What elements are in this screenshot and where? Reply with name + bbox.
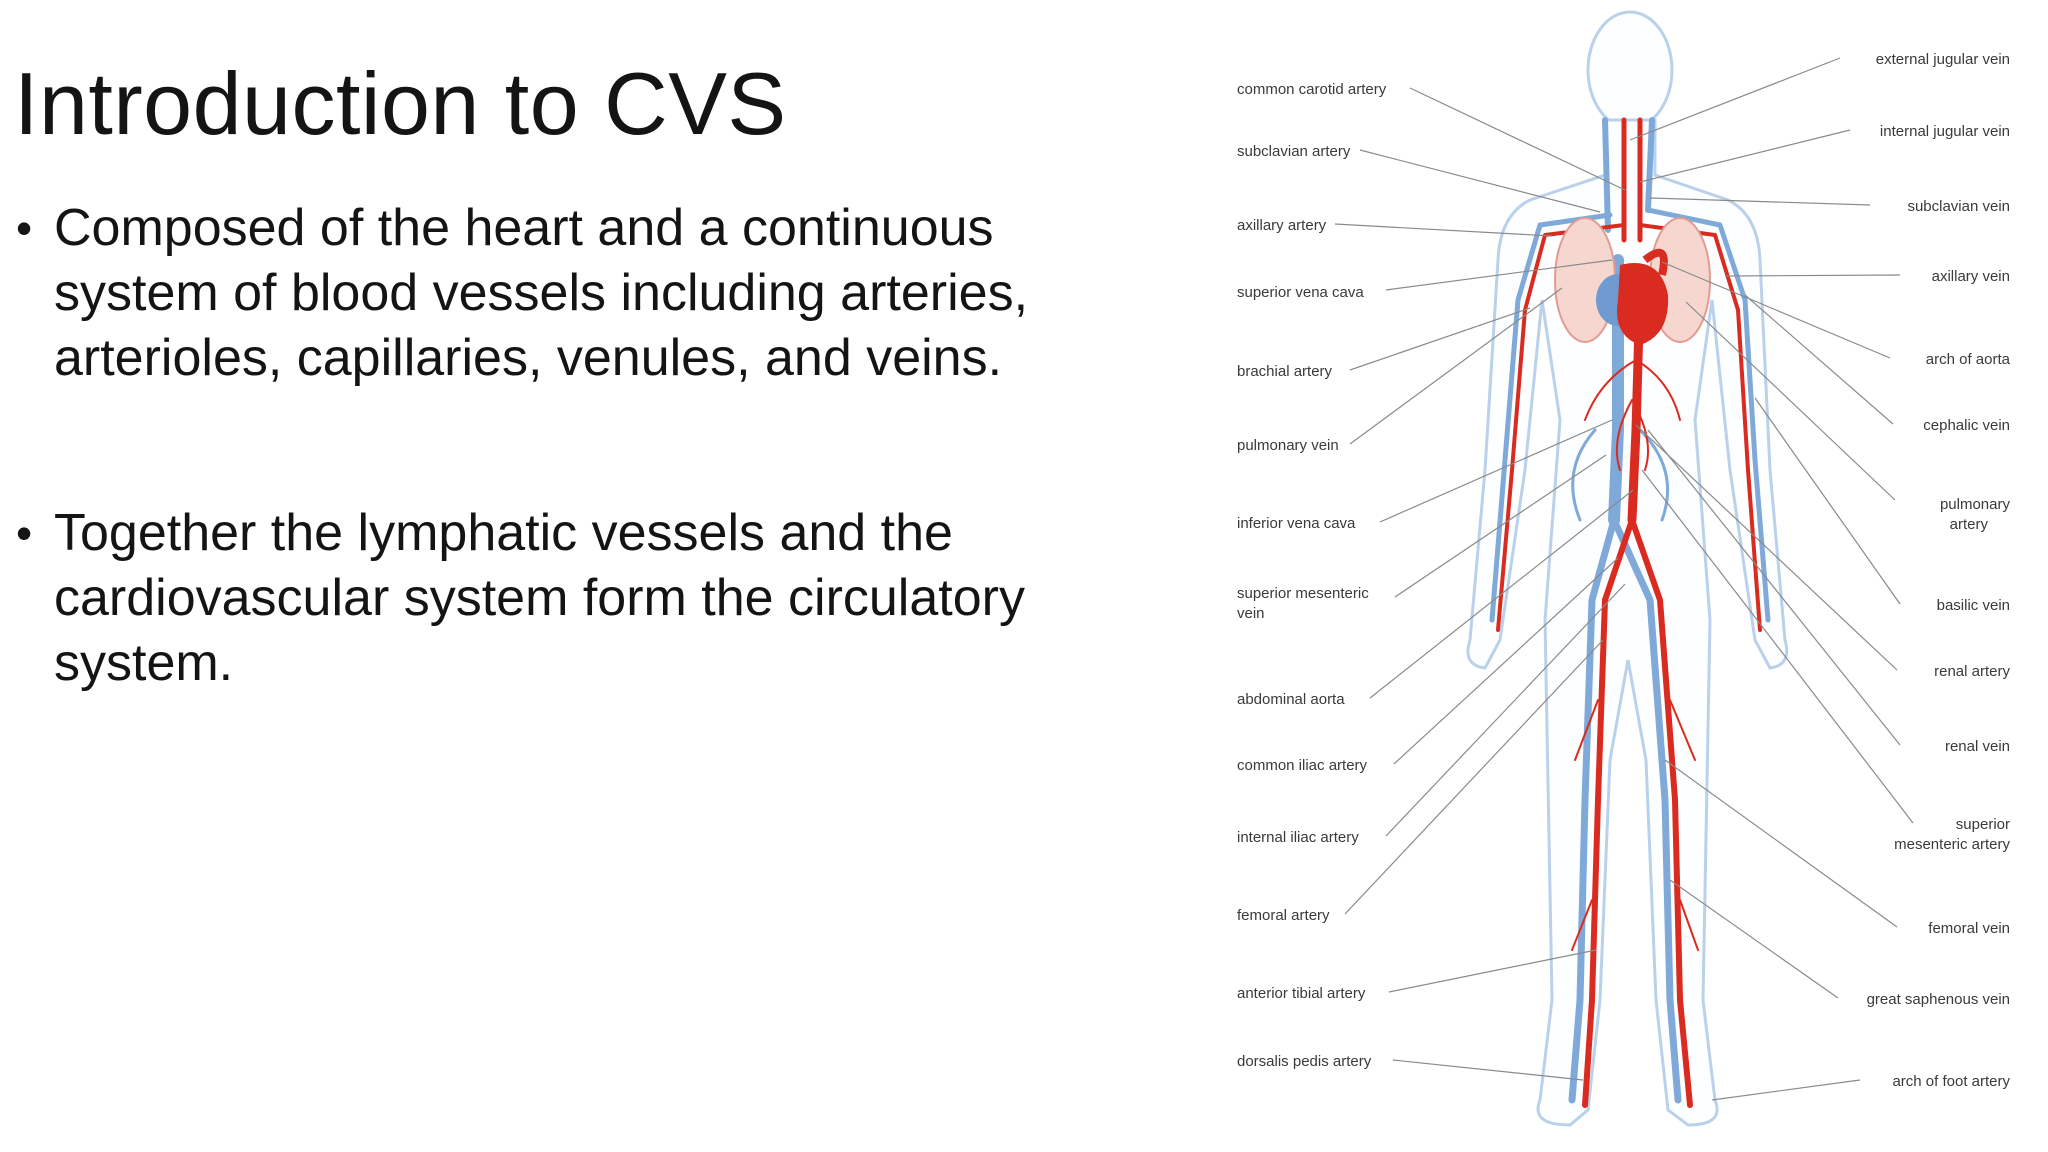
leader-lines <box>1334 57 1914 1101</box>
label-superior-mesenteric-vein-line1: superior mesenteric <box>1237 585 1369 602</box>
heart <box>1596 248 1669 345</box>
bullet-dot-icon: • <box>16 202 33 254</box>
label-inferior-vena-cava: inferior vena cava <box>1237 515 1356 532</box>
bullet-dot-icon: • <box>16 507 33 559</box>
body-outline <box>1466 10 1789 1127</box>
label-dorsalis-pedis-artery: dorsalis pedis artery <box>1237 1053 1372 1070</box>
label-abdominal-aorta: abdominal aorta <box>1237 691 1345 708</box>
bullet-item: • Composed of the heart and a continuous… <box>12 196 1092 391</box>
label-basilic-vein: basilic vein <box>1937 597 2010 614</box>
label-internal-jugular-vein: internal jugular vein <box>1880 123 2010 140</box>
label-common-carotid-artery: common carotid artery <box>1237 81 1387 98</box>
slide-title: Introduction to CVS <box>14 54 787 153</box>
bullet-text: Together the lymphatic vessels and the c… <box>54 504 1025 692</box>
labels-right: external jugular vein internal jugular v… <box>1867 51 2011 1090</box>
label-subclavian-vein: subclavian vein <box>1907 198 2010 215</box>
labels-left: common carotid artery subclavian artery … <box>1237 81 1387 1070</box>
circulatory-system-figure: common carotid artery subclavian artery … <box>1200 0 2048 1152</box>
circulatory-system-diagram: common carotid artery subclavian artery … <box>1237 10 2011 1127</box>
label-common-iliac-artery: common iliac artery <box>1237 757 1368 774</box>
label-pulmonary-artery-line1: pulmonary <box>1940 496 2011 513</box>
bullet-list: • Composed of the heart and a continuous… <box>12 196 1092 696</box>
label-superior-mesenteric-vein-line2: vein <box>1237 605 1265 622</box>
label-renal-vein: renal vein <box>1945 738 2010 755</box>
label-brachial-artery: brachial artery <box>1237 363 1333 380</box>
label-femoral-artery: femoral artery <box>1237 907 1330 924</box>
label-superior-vena-cava: superior vena cava <box>1237 284 1364 301</box>
label-subclavian-artery: subclavian artery <box>1237 143 1351 160</box>
bullet-item: • Together the lymphatic vessels and the… <box>12 501 1092 696</box>
label-anterior-tibial-artery: anterior tibial artery <box>1237 985 1366 1002</box>
label-cephalic-vein: cephalic vein <box>1923 417 2010 434</box>
label-external-jugular-vein: external jugular vein <box>1876 51 2010 68</box>
label-arch-of-foot-artery: arch of foot artery <box>1892 1073 2010 1090</box>
label-pulmonary-vein: pulmonary vein <box>1237 437 1339 454</box>
label-renal-artery: renal artery <box>1934 663 2010 680</box>
label-pulmonary-artery-line2: artery <box>1950 516 1989 533</box>
label-great-saphenous-vein: great saphenous vein <box>1867 991 2010 1008</box>
label-axillary-artery: axillary artery <box>1237 217 1327 234</box>
label-axillary-vein: axillary vein <box>1932 268 2010 285</box>
vein-network <box>1489 117 1771 1104</box>
label-superior-mesenteric-artery-line2: mesenteric artery <box>1894 836 2010 853</box>
label-femoral-vein: femoral vein <box>1928 920 2010 937</box>
label-internal-iliac-artery: internal iliac artery <box>1237 829 1359 846</box>
bullet-text: Composed of the heart and a continuous s… <box>54 199 1029 387</box>
label-arch-of-aorta: arch of aorta <box>1926 351 2011 368</box>
label-superior-mesenteric-artery-line1: superior <box>1956 816 2010 833</box>
